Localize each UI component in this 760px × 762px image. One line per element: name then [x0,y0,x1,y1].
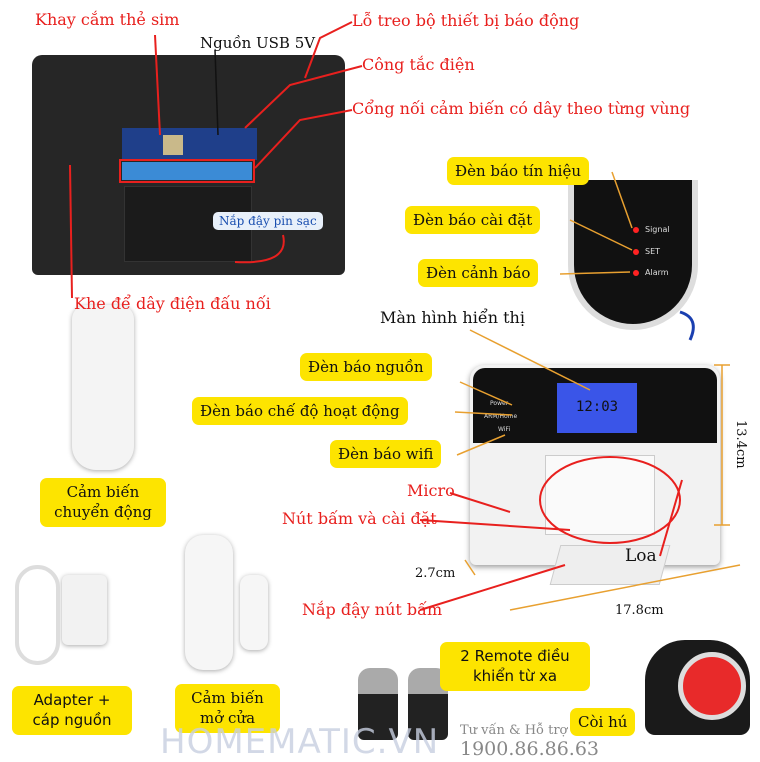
alarm-led-dot [633,270,639,276]
terminal-block [119,159,255,183]
dimension-depth: 2.7cm [415,566,456,581]
label-door-sensor: Cảm biến mở cửa [175,684,280,733]
panel-power-text: Power [490,400,509,407]
door-magnet-image [240,575,268,650]
label-micro: Micro [407,481,455,500]
label-keypad-cover: Nắp đậy nút bấm [302,600,443,619]
sim-slot [163,135,183,155]
label-wire-slot: Khe để dây điện đấu nối [74,294,271,313]
label-mode-led: Đèn báo chế độ hoạt động [192,397,408,426]
motion-sensor-image [72,305,134,470]
signal-led-dot [633,227,639,233]
hotline-text: 1900.86.86.63 [460,738,600,760]
label-sim-tray: Khay cắm thẻ sim [35,10,180,29]
keypad-area[interactable] [545,455,655,535]
label-power-switch: Công tắc điện [362,55,475,74]
label-power-led: Đèn báo nguồn [300,353,432,382]
siren-red-cone [678,652,746,720]
label-signal-led: Đèn báo tín hiệu [447,157,590,186]
panel-wifi-text: WiFi [498,426,511,433]
label-wifi-led: Đèn báo wifi [330,440,442,469]
support-text: Tư vấn & Hỗ trợ [460,723,568,738]
label-motion-sensor: Cảm biến chuyển động [40,478,166,527]
label-set-led: Đèn báo cài đặt [405,206,541,235]
inset-signal-text: Signal [645,225,670,234]
label-remotes: 2 Remote điều khiển từ xa [440,642,590,691]
label-alarm-led: Đèn cảnh báo [418,259,539,288]
label-siren: Còi hú [570,708,636,737]
adapter-image [62,575,107,645]
dimension-height: 13.4cm [733,420,748,469]
panel-arm-text: ARM/Home [484,413,518,420]
homematic-logo: HOMEMATIC.VN [160,722,440,762]
label-battery-cover: Nắp đậy pin sạc [213,212,323,230]
door-sensor-image [185,535,233,670]
set-led-dot [633,249,639,255]
cable-image [15,565,60,665]
indicator-zoom-inset [568,180,698,330]
dimension-width: 17.8cm [615,603,664,618]
remote-image-1 [358,668,398,740]
label-keypad: Nút bấm và cài đặt [282,509,437,528]
lcd-screen: 12:03 [557,383,637,433]
label-hanging-hole: Lỗ treo bộ thiết bị báo động [352,11,580,30]
inset-alarm-text: Alarm [645,268,669,277]
inset-set-text: SET [645,247,661,256]
label-wired-port: Cổng nối cảm biến có dây theo từng vùng [352,99,691,118]
label-usb-power: Nguồn USB 5V [200,34,316,52]
label-speaker: Loa [625,546,657,566]
circuit-board [122,128,257,160]
label-display: Màn hình hiển thị [380,308,525,327]
label-adapter: Adapter + cáp nguồn [12,686,132,735]
